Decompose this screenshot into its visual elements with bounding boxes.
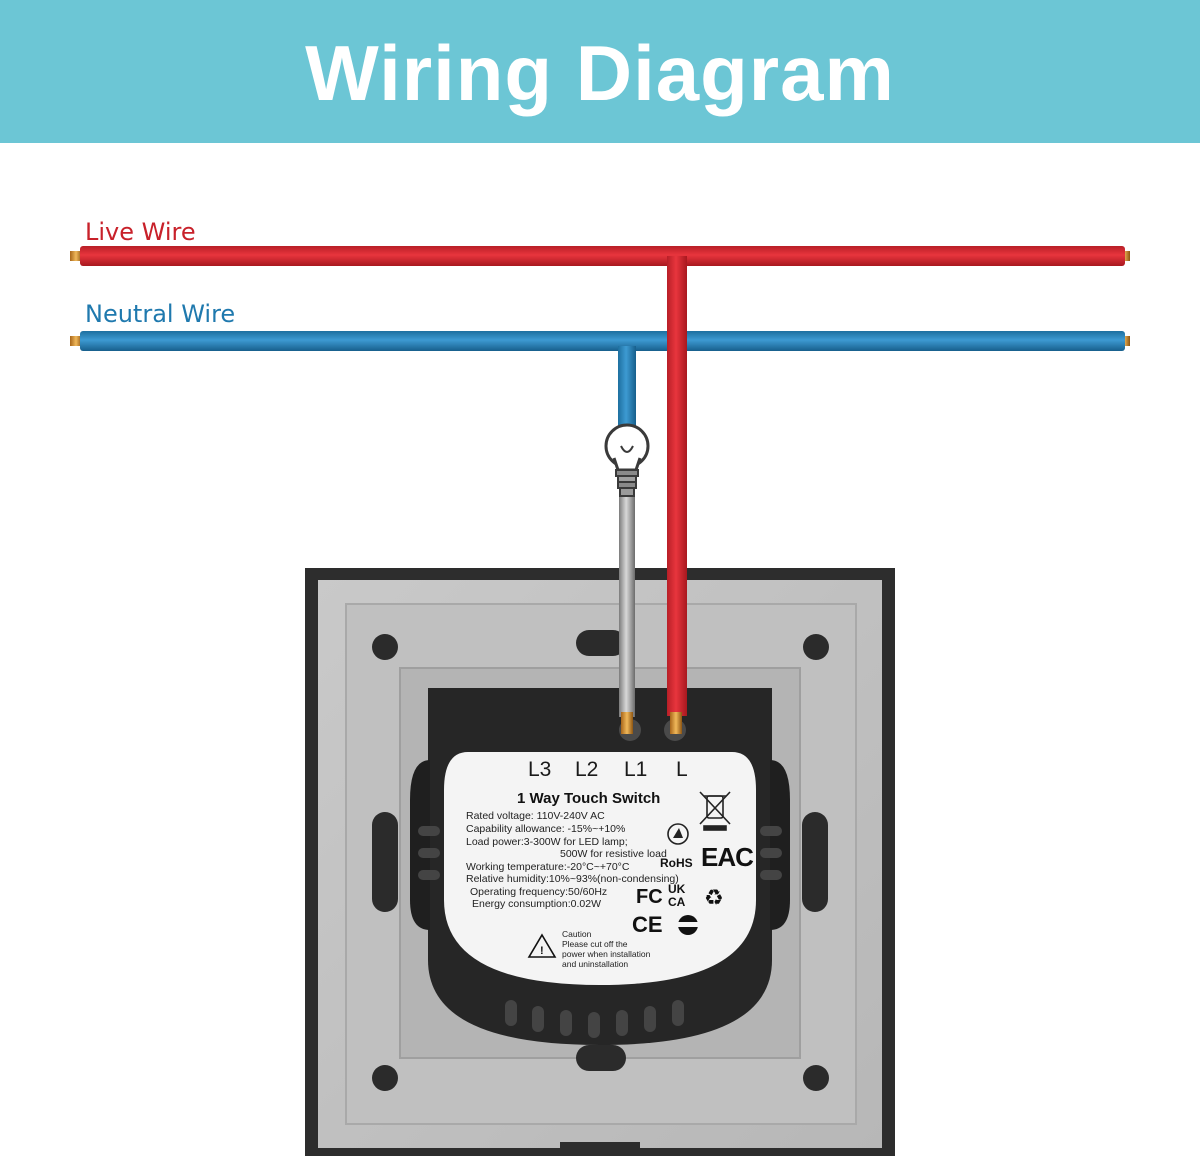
neutral-wire-label: Neutral Wire: [85, 300, 236, 328]
terminal-label-l3: L3: [528, 758, 551, 781]
live-wire-label: Live Wire: [85, 218, 196, 246]
spec-line: Operating frequency:50/60Hz: [470, 886, 607, 898]
caution-line: and uninstallation: [562, 959, 628, 969]
svg-text:!: !: [540, 945, 544, 957]
rohs-mark: RoHS: [660, 856, 693, 870]
spec-line: Working temperature:-20°C~+70°C: [466, 861, 630, 873]
caution-line: Please cut off the: [562, 939, 628, 949]
spec-line: Energy consumption:0.02W: [472, 898, 601, 910]
ce-mark: CE: [632, 912, 663, 937]
terminal-label-l1: L1: [624, 758, 647, 781]
neutral-drop-wire: [618, 346, 636, 432]
weee-bin-icon: [699, 791, 731, 831]
terminal-labels: L3 L2 L1 L: [528, 758, 688, 781]
ukca-mark-ca: CA: [668, 895, 686, 909]
eac-mark: EAC: [701, 842, 754, 872]
caution-block: Caution Please cut off the power when in…: [562, 929, 651, 969]
page-title: Wiring Diagram: [305, 29, 895, 117]
spec-line: Relative humidity:10%~93%(non-condensing…: [466, 873, 679, 885]
caution-title: Caution: [562, 929, 592, 939]
neutral-wire: [70, 331, 1130, 351]
live-wire: [70, 246, 1130, 266]
terminal-label-l2: L2: [575, 758, 598, 781]
caution-line: power when installation: [562, 949, 651, 959]
spec-line: 500W for resistive load: [560, 848, 667, 860]
spec-line: Rated voltage: 110V-240V AC: [466, 810, 605, 822]
gas-mark-icon: [676, 915, 700, 935]
warning-icon: !: [527, 933, 557, 958]
bulb-icon: [604, 423, 650, 497]
terminal-label-l: L: [676, 758, 688, 781]
spec-line: Capability allowance: -15%~+10%: [466, 823, 625, 835]
dispose-icon: [667, 823, 689, 845]
live-drop-wire: [667, 256, 687, 734]
ukca-mark-uk: UK: [668, 882, 686, 896]
spec-line: Load power:3-300W for LED lamp;: [466, 836, 628, 848]
recycle-icon: ♻: [704, 885, 724, 910]
fc-mark: FC: [636, 886, 663, 908]
product-name: 1 Way Touch Switch: [517, 790, 660, 807]
spec-list: Rated voltage: 110V-240V AC Capability a…: [466, 810, 679, 910]
load-wire: [619, 495, 635, 734]
title-banner: Wiring Diagram: [0, 0, 1200, 143]
